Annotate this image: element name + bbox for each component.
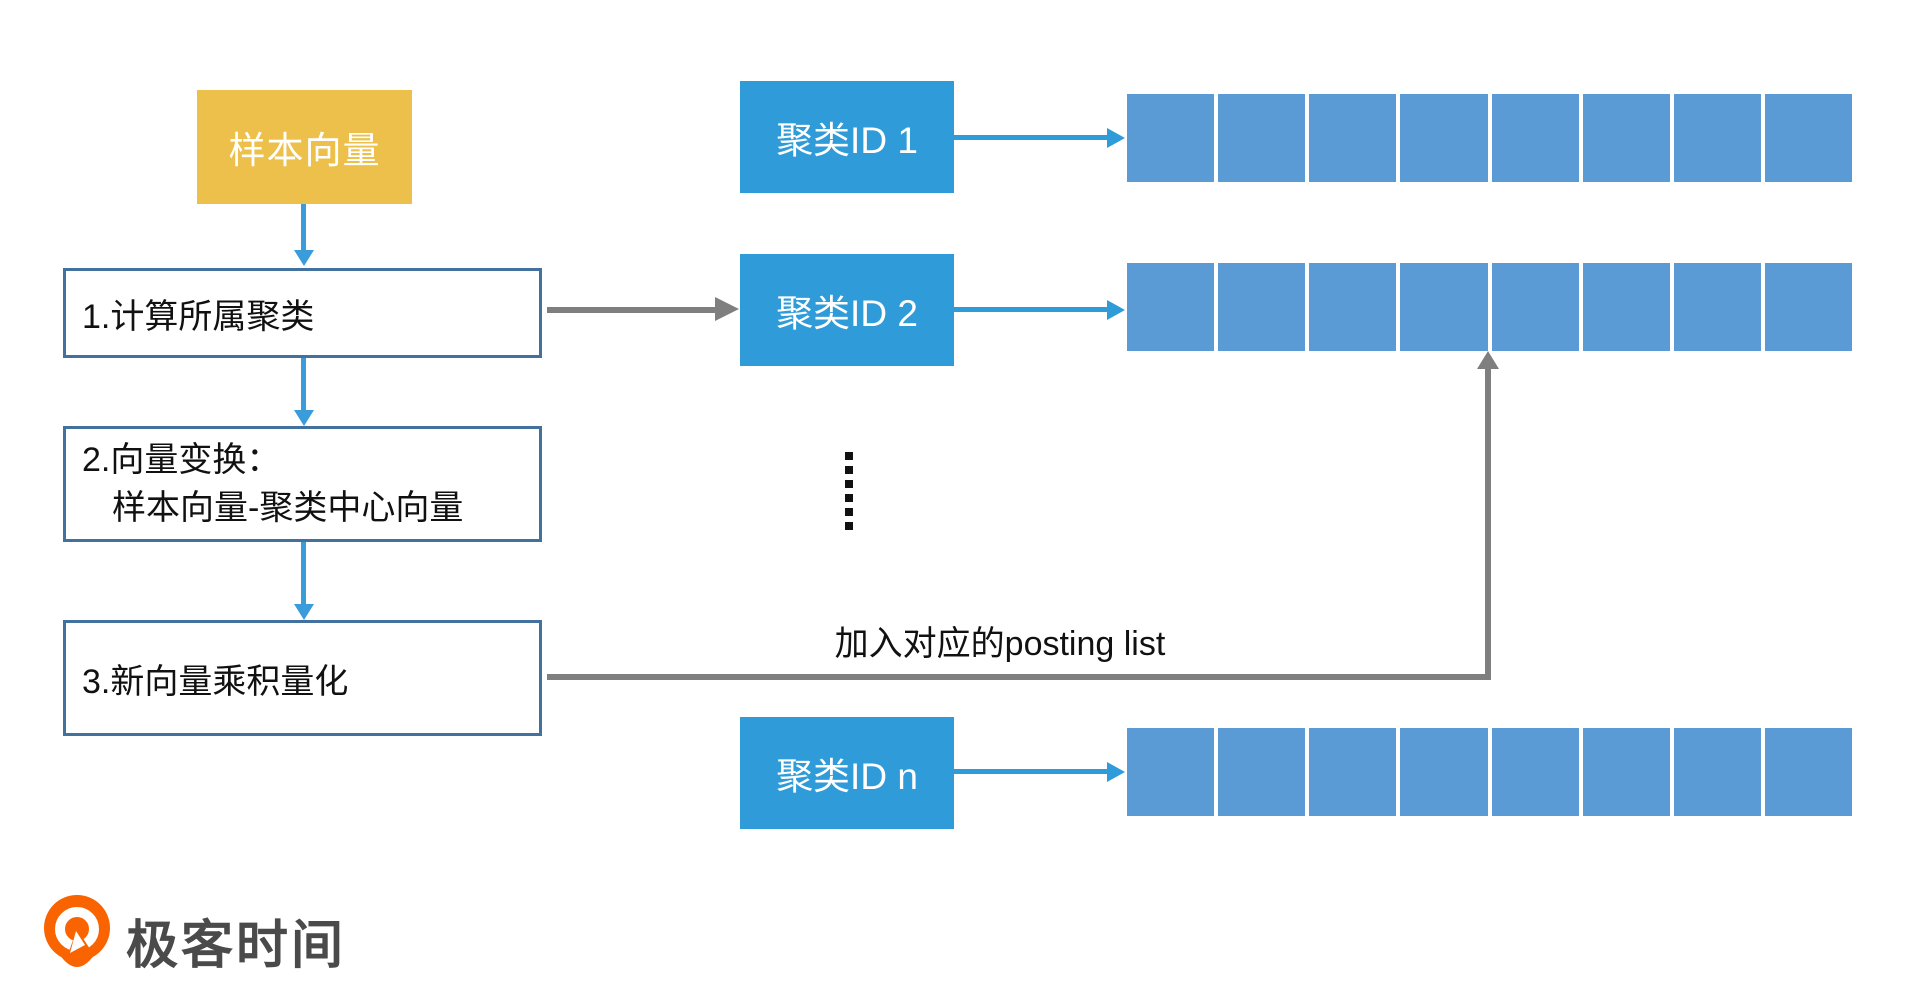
- cluster-id-1-box: 聚类ID 1: [740, 81, 954, 193]
- posting-cell: [1400, 263, 1488, 351]
- ellipsis-dot: [845, 452, 853, 460]
- posting-cell: [1582, 94, 1670, 182]
- ellipsis-dot: [845, 466, 853, 474]
- down-arrow-3-shaft: [301, 542, 306, 604]
- posting-cell: [1764, 728, 1852, 816]
- blue-arrow-idn-shaft: [954, 769, 1107, 774]
- sample-vector-box: 样本向量: [197, 90, 412, 204]
- down-arrow-2-shaft: [301, 358, 306, 410]
- vertical-ellipsis: [845, 452, 853, 530]
- posting-cell: [1491, 263, 1579, 351]
- blue-arrow-id2-shaft: [954, 307, 1107, 312]
- blue-arrow-id1-shaft: [954, 135, 1107, 140]
- blue-arrow-id1-head: [1107, 128, 1125, 148]
- posting-cell: [1491, 728, 1579, 816]
- ellipsis-dot: [845, 508, 853, 516]
- gray-elbow-vertical-shaft: [1485, 369, 1491, 680]
- posting-list-row-1: [1127, 94, 1852, 182]
- down-arrow-1-head: [294, 250, 314, 266]
- cluster-id-n-label: 聚类ID n: [776, 756, 918, 797]
- gray-elbow-horizontal-shaft: [547, 674, 1491, 680]
- posting-cell: [1127, 94, 1215, 182]
- step-3-box: 3.新向量乘积量化: [63, 620, 542, 736]
- posting-cell: [1673, 728, 1761, 816]
- cluster-id-1-label: 聚类ID 1: [776, 120, 918, 161]
- sample-vector-label: 样本向量: [228, 130, 381, 171]
- step-1-box: 1.计算所属聚类: [63, 268, 542, 358]
- posting-cell: [1127, 263, 1215, 351]
- posting-cell: [1491, 94, 1579, 182]
- cluster-id-2-box: 聚类ID 2: [740, 254, 954, 366]
- ellipsis-dot: [845, 480, 853, 488]
- posting-cell: [1582, 728, 1670, 816]
- posting-cell: [1127, 728, 1215, 816]
- posting-cell: [1673, 94, 1761, 182]
- posting-cell: [1764, 263, 1852, 351]
- geektime-logo-icon: [44, 895, 110, 967]
- gray-arrow-step1-to-id2-shaft: [547, 307, 715, 313]
- blue-arrow-idn-head: [1107, 762, 1125, 782]
- cluster-id-2-label: 聚类ID 2: [776, 293, 918, 334]
- posting-cell: [1309, 94, 1397, 182]
- posting-list-annotation: 加入对应的posting list: [834, 625, 1166, 663]
- posting-list-row-n: [1127, 728, 1852, 816]
- gray-arrow-step1-to-id2-head: [715, 297, 739, 321]
- step-3-label: 3.新向量乘积量化: [82, 662, 349, 701]
- gray-elbow-up-head: [1477, 351, 1499, 369]
- down-arrow-3-head: [294, 604, 314, 620]
- posting-cell: [1309, 728, 1397, 816]
- down-arrow-2-head: [294, 410, 314, 426]
- blue-arrow-id2-head: [1107, 300, 1125, 320]
- posting-cell: [1400, 728, 1488, 816]
- ellipsis-dot: [845, 522, 853, 530]
- posting-list-row-2: [1127, 263, 1852, 351]
- posting-cell: [1764, 94, 1852, 182]
- down-arrow-1-shaft: [301, 204, 306, 250]
- posting-cell: [1673, 263, 1761, 351]
- ellipsis-dot: [845, 494, 853, 502]
- posting-cell: [1218, 94, 1306, 182]
- step-1-label: 1.计算所属聚类: [82, 297, 315, 336]
- geektime-logo-text: 极客时间: [126, 916, 347, 975]
- step-2-label-line1: 2.向量变换：: [82, 441, 281, 479]
- step-2-label-line2: 样本向量-聚类中心向量: [112, 489, 464, 527]
- cluster-id-n-box: 聚类ID n: [740, 717, 954, 829]
- geektime-logo: 极客时间: [42, 893, 346, 985]
- step-2-box: 2.向量变换： 样本向量-聚类中心向量: [63, 426, 542, 542]
- posting-cell: [1400, 94, 1488, 182]
- posting-cell: [1309, 263, 1397, 351]
- posting-cell: [1218, 263, 1306, 351]
- posting-cell: [1582, 263, 1670, 351]
- posting-cell: [1218, 728, 1306, 816]
